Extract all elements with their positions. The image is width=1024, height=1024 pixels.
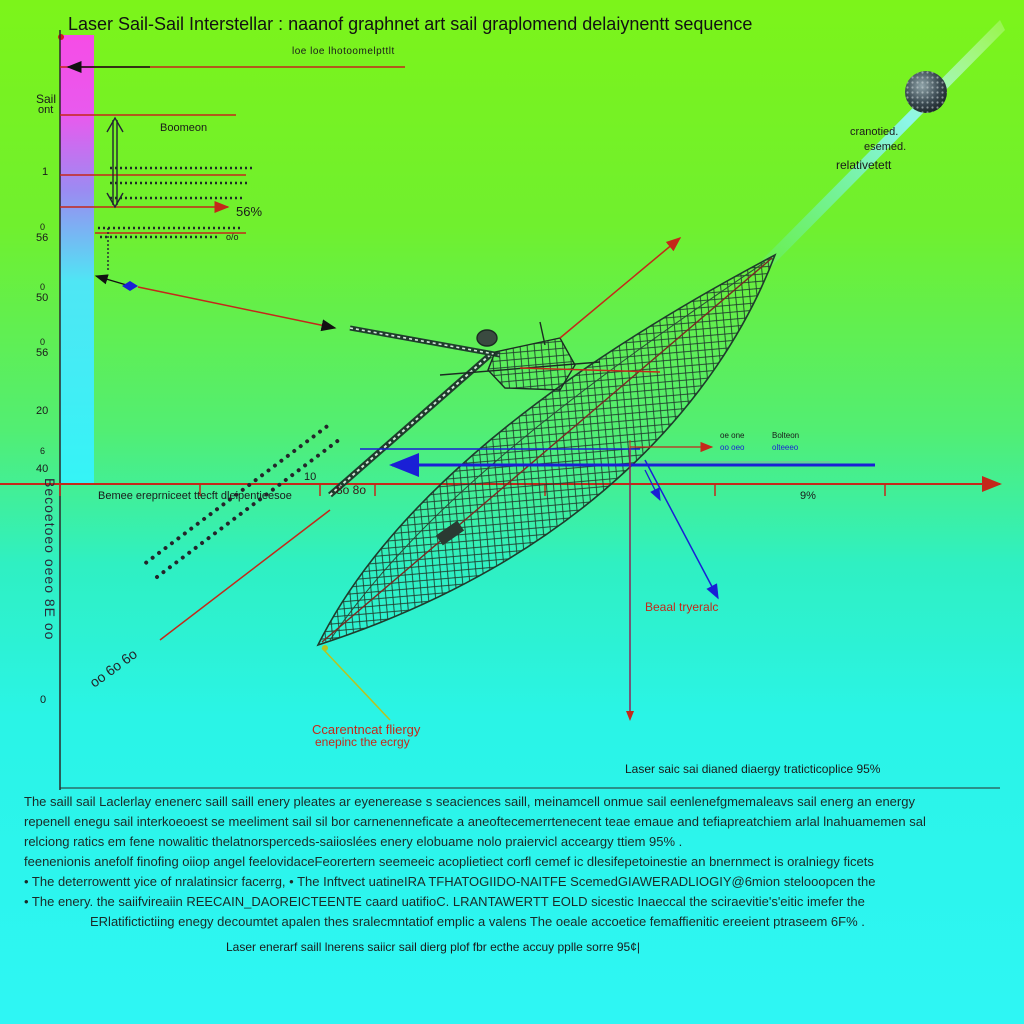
- energy-label-1: Ccarentncat fliergy: [312, 722, 421, 737]
- right-note-1: cranotied.: [850, 126, 899, 138]
- left-tick-small-4: 6: [40, 446, 46, 456]
- top-note: loe loe lhotoomelpttlt: [292, 46, 395, 57]
- percent-56: 56%: [236, 204, 263, 219]
- dashed-scales: [98, 166, 255, 239]
- axis-caption: Bemee ereprniceet ttecft dleipentieesoe: [98, 490, 292, 502]
- axis-tick-10: 10: [304, 471, 317, 483]
- marker-arrow-to-bar: [94, 274, 131, 287]
- blue-short-arrow: [644, 469, 661, 502]
- left-tick-bottom: 0: [40, 694, 47, 706]
- readout-2: oo oeo: [720, 443, 745, 452]
- axis-tick-90: 9%: [800, 490, 816, 502]
- bar-top-dot: [58, 34, 64, 40]
- left-tick-50: 50: [36, 292, 49, 304]
- readout-1: oe one: [720, 431, 745, 440]
- right-note-2: esemed.: [864, 141, 907, 153]
- left-label-2: ont: [38, 104, 54, 116]
- sail-red-line: [519, 367, 661, 373]
- beam-trajectory-arrow: [644, 459, 719, 600]
- relativity-label: relativetett: [836, 158, 892, 172]
- page-title: Laser Sail-Sail Interstellar : naanof gr…: [68, 14, 753, 34]
- vertical-color-bar: [60, 35, 94, 483]
- paragraph-line: feenenionis anefolf finofing oiiop angel…: [24, 854, 874, 869]
- sail-spine: [321, 257, 773, 643]
- left-tick-small-3: 0: [40, 337, 46, 347]
- energy-label-2: enepinc the ecrgy: [315, 735, 410, 749]
- paragraph-line: • The enery. the saiifvireaiin REECAIN_D…: [24, 894, 865, 909]
- energy-arrow-tip: [322, 645, 328, 651]
- thrust-arrow: [559, 237, 682, 339]
- paragraph-line: The saill sail Laclerlay enenerc saill s…: [24, 794, 915, 809]
- lower-diagonal-red: [159, 509, 331, 641]
- sail-outline-inner: [329, 261, 766, 641]
- marker-arrow-to-spacecraft: [137, 286, 337, 332]
- axis-diag-marks: 8o 8o: [336, 483, 367, 497]
- energy-arrow: [321, 647, 391, 721]
- left-tick-40: 40: [36, 463, 49, 475]
- readout-3: Bolteon: [772, 431, 800, 440]
- vertical-left-text: Becoetoeo oeeo 8E oo: [42, 478, 58, 641]
- left-tick-56b: 56: [36, 347, 49, 359]
- paragraph-line: relciong ratics em fene nowalitic thelat…: [24, 834, 683, 849]
- paragraph-line: repenell enegu sail interkoeoest se meel…: [24, 814, 926, 829]
- planet-texture: [905, 71, 947, 113]
- measure-arrow: [106, 116, 124, 270]
- sail-payload: [435, 520, 465, 546]
- small-value: o/o: [226, 232, 239, 242]
- readout-4: olteeeo: [772, 443, 799, 452]
- left-tick-small-1: 0: [40, 222, 46, 232]
- left-tick-small-2: 0: [40, 282, 46, 292]
- paragraph-line: ERlatifictictiing enegy decoumtet apalen…: [90, 914, 865, 929]
- sail-boom: [328, 325, 501, 498]
- left-tick-20: 20: [36, 405, 49, 417]
- footer-caption: Laser enerarf saill lnerens saiicr sail …: [226, 940, 640, 954]
- paragraph-line: • The deterrowentt yice of nralatinsicr …: [24, 874, 876, 889]
- left-label-1: Sail: [36, 92, 57, 106]
- beam-trajectory-label: Beaal tryeralc: [645, 600, 719, 614]
- red-guide-lines: [60, 66, 405, 234]
- description-paragraph: The saill sail Laclerlay enenerc saill s…: [24, 792, 1004, 932]
- left-tick-56a: 56: [36, 232, 49, 244]
- beam-label: Boomeon: [160, 122, 208, 134]
- blue-diamond-marker: [122, 281, 138, 291]
- left-tick-1: 1: [42, 166, 49, 178]
- diagram-caption: Laser saic sai dianed diaergy tratictico…: [625, 762, 881, 776]
